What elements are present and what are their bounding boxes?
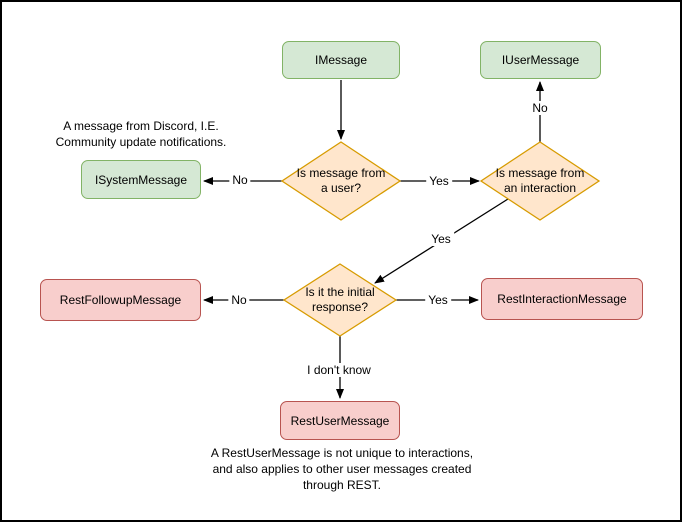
node-restfollowupmessage-label: RestFollowupMessage [59,293,182,307]
decision-is-message-from-interaction-shape [479,141,601,221]
decision-is-initial-response-label: Is it the initial response? [305,285,375,314]
edge-label-yes-interaction-decision: Yes [426,174,452,188]
decision-is-initial-response-shape [282,263,398,337]
edge-label-yes-restinteractionmessage: Yes [425,293,451,307]
node-isystemmessage-label: ISystemMessage [94,172,188,187]
decision-is-message-from-interaction-label: Is message from an interaction [495,166,585,195]
edge-label-no-isystemmessage: No [229,173,251,187]
node-iusermessage-label: IUserMessage [501,53,580,67]
node-restinteractionmessage: RestInteractionMessage [481,278,643,320]
node-isystemmessage: ISystemMessage [81,160,201,199]
decision-is-message-from-user-label: Is message from a user? [296,166,386,195]
edge-label-no-iusermessage: No [529,101,551,115]
annotation-restusermessage-note: A RestUserMessage is not unique to inter… [210,446,474,492]
node-restusermessage: RestUserMessage [280,401,400,440]
node-restfollowupmessage: RestFollowupMessage [40,279,201,321]
node-imessage-label: IMessage [314,53,368,67]
node-restusermessage-label: RestUserMessage [290,413,390,428]
edge-label-no-restfollowupmessage: No [228,293,250,307]
edge-label-yes-initial-decision: Yes [428,232,454,246]
decision-is-message-from-user-shape [280,141,402,221]
node-imessage: IMessage [282,41,400,79]
annotation-isystemmessage-note: A message from Discord, I.E. Community u… [55,119,227,149]
edge-label-i-dont-know: I don't know [304,363,374,377]
node-iusermessage: IUserMessage [480,41,601,79]
node-restinteractionmessage-label: RestInteractionMessage [497,292,627,306]
